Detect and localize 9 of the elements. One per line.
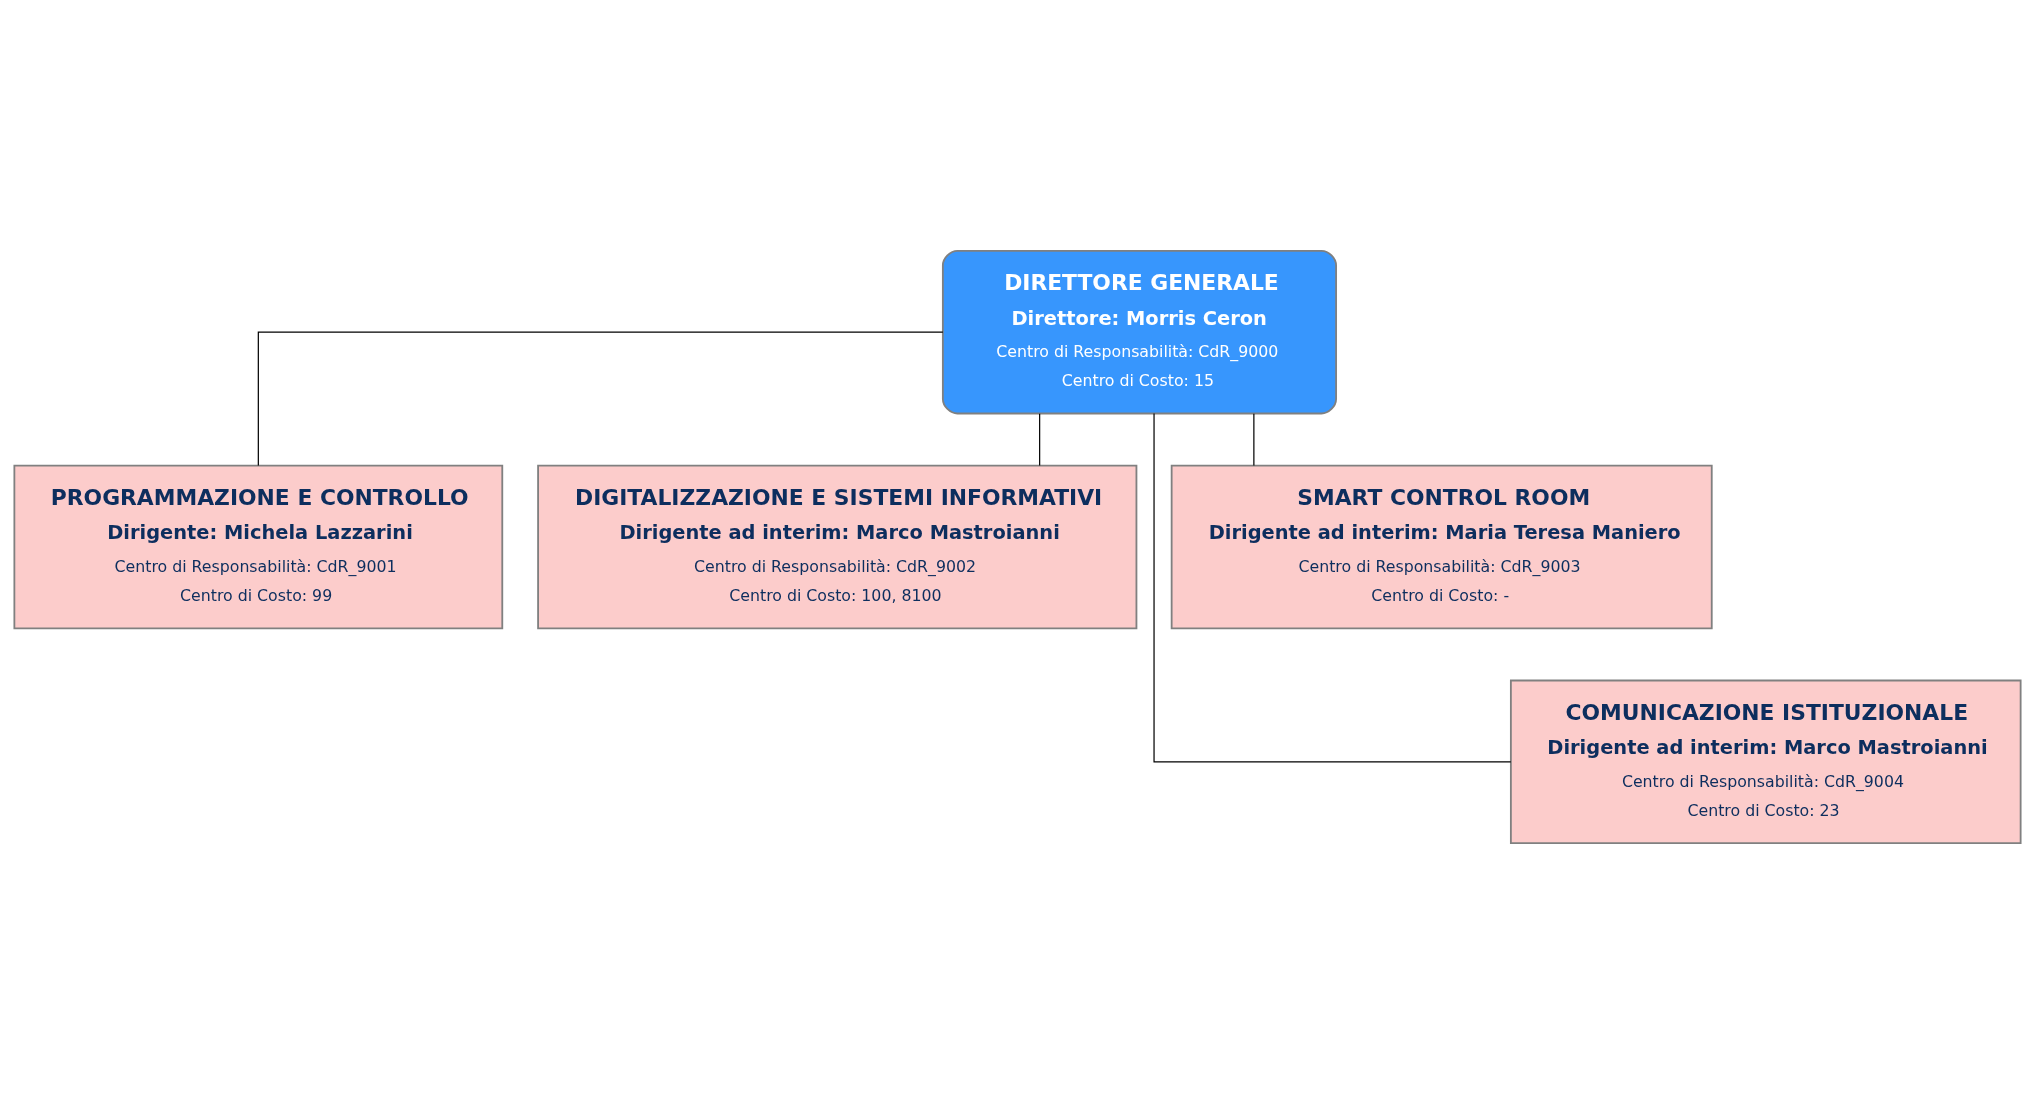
node-box: DIRETTORE GENERALE Direttore: Morris Ceron Centro di Responsabilità: CdR_9000 Centro di Costo: 15 xyxy=(941,249,1337,415)
connector xyxy=(1039,413,1041,467)
node-box: DIGITALIZZAZIONE E SISTEMI INFORMATIVI Dirigente ad interim: Marco Mastroianni Centro di Responsabilità: CdR_9002 Centro di Costo: 100, 8100 xyxy=(537,464,1138,630)
node-box: SMART CONTROL ROOM Dirigente ad interim: Maria Teresa Maniero Centro di Responsabilità: CdR_9003 Centro di Costo: - xyxy=(1170,464,1713,630)
connector xyxy=(257,331,944,467)
node-box: PROGRAMMAZIONE E CONTROLLO Dirigente: Michela Lazzarini Centro di Responsabilità: CdR_9001 Centro di Costo: 99 xyxy=(13,464,504,630)
connector xyxy=(1153,412,1512,763)
node-box: COMUNICAZIONE ISTITUZIONALE Dirigente ad interim: Marco Mastroianni Centro di Responsabilità: CdR_9004 Centro di Costo: 23 xyxy=(1509,679,2022,845)
connector xyxy=(1253,413,1255,467)
